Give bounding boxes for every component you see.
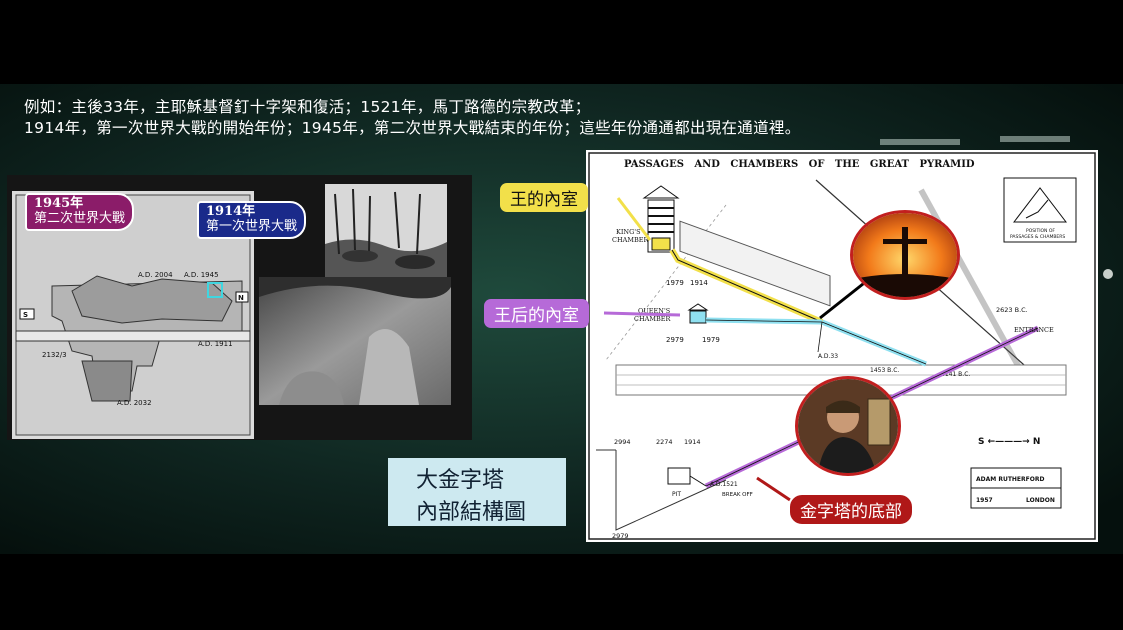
kings-chamber-1: KING'S	[616, 228, 641, 236]
inset-label-2: PASSAGES & CHAMBERS	[1010, 234, 1065, 240]
queens-chamber-1: QUEEN'S	[638, 307, 670, 315]
left-image-panel: A.D. 2004 A.D. 1945 N S A.D. 1911 2132/3…	[7, 175, 472, 440]
label-pit: PIT	[672, 491, 681, 498]
crucifixion-image	[850, 210, 960, 300]
label-2132: 2132/3	[42, 351, 67, 359]
label-ad1521: A.D.1521	[710, 481, 738, 488]
label-ad2032: A.D. 2032	[117, 399, 152, 407]
author-year: 1957	[976, 497, 993, 504]
tag-1945-ww2: 1945年 第二次世界大戰	[25, 193, 135, 231]
label-ad1911: A.D. 1911	[198, 340, 233, 348]
label-s: S	[23, 311, 28, 319]
label-break-off: BREAK OFF	[722, 492, 753, 498]
luther-portrait-icon	[798, 379, 898, 473]
author: ADAM RUTHERFORD	[976, 476, 1044, 483]
year-1914-a: 1914	[690, 279, 708, 287]
compass: S ←———→ N	[978, 437, 1040, 447]
title-line-2: 內部結構圖	[416, 500, 527, 525]
crucifixion-icon	[853, 213, 957, 297]
year-1979-b: 1979	[702, 336, 720, 344]
caption-line-1: 例如：主後33年，主耶穌基督釘十字架和復活；1521年，馬丁路德的宗教改革；	[24, 98, 591, 116]
tag-1945-war: 第二次世界大戰	[34, 210, 126, 226]
kings-chamber-2: CHAMBER	[612, 236, 650, 244]
martin-luther-image	[795, 376, 901, 476]
label-2141bc: 2141 B.C.	[941, 371, 970, 378]
label-2979-b: 2979	[612, 532, 629, 540]
caption-line-2: 1914年，第一次世界大戰的開始年份；1945年，第二次世界大戰結束的年份；這些…	[24, 119, 801, 137]
label-entrance: ENTRANCE	[1014, 326, 1054, 334]
year-1979-a: 1979	[666, 279, 684, 287]
title-box: 大金字塔 內部結構圖	[388, 458, 566, 526]
year-2979-a: 2979	[666, 336, 684, 344]
diagram-title: PASSAGES AND CHAMBERS OF THE GREAT PYRAM…	[624, 159, 975, 170]
callout-queens-chamber: 王后的內室	[484, 299, 589, 328]
pyramid-diagram: PASSAGES AND CHAMBERS OF THE GREAT PYRAM…	[586, 150, 1098, 542]
tag-1914-year: 1914年	[206, 204, 256, 219]
tag-1914-ww1: 1914年 第一次世界大戰	[197, 201, 307, 239]
queens-chamber-2: CHAMBER	[634, 315, 672, 323]
label-1453bc: 1453 B.C.	[870, 367, 899, 374]
trench-photo	[325, 184, 447, 277]
callout-pyramid-base: 金字塔的底部	[788, 493, 914, 526]
tag-1945-year: 1945年	[34, 196, 84, 211]
title-line-1: 大金字塔	[416, 468, 505, 493]
label-ad1945: A.D. 1945	[184, 271, 219, 279]
label-ad2004: A.D. 2004	[138, 271, 173, 279]
label-ad33: A.D.33	[818, 353, 838, 360]
callout-kings-chamber: 王的內室	[500, 183, 588, 212]
label-2274: 2274	[656, 438, 673, 446]
cave-photo	[259, 277, 451, 405]
label-2994: 2994	[614, 438, 631, 446]
author-place: LONDON	[1026, 497, 1055, 504]
tag-1914-war: 第一次世界大戰	[206, 218, 298, 234]
label-1914-b: 1914	[684, 438, 701, 446]
inset-label-1: POSITION OF	[1026, 228, 1055, 234]
label-n: N	[238, 294, 244, 302]
label-2623bc: 2623 B.C.	[996, 306, 1028, 314]
